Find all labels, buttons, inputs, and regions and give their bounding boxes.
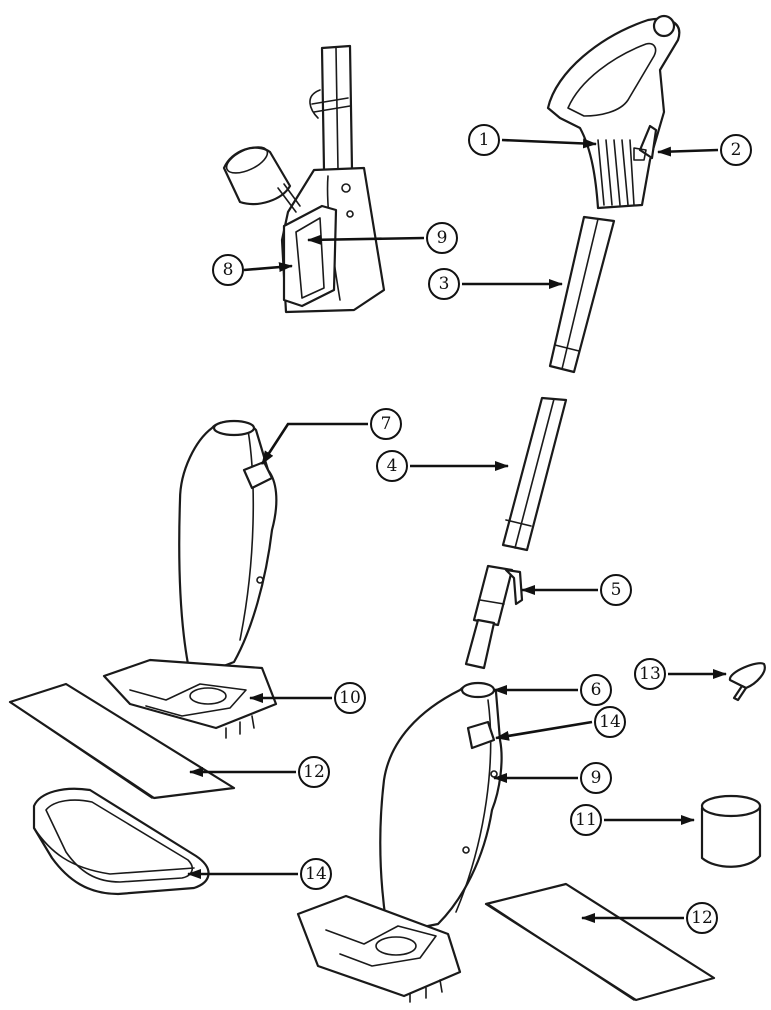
callout-8-label: 8	[223, 260, 234, 280]
callout-7: 7	[370, 408, 402, 440]
handle-grip-part	[546, 14, 681, 210]
callout-14b-label: 14	[305, 864, 327, 884]
arrow-14a	[495, 720, 593, 741]
callout-14a: 14	[594, 706, 626, 738]
water-filling-illustration	[222, 44, 386, 314]
assembled-mop-body	[102, 419, 278, 739]
callout-3: 3	[428, 268, 460, 300]
callout-5: 5	[600, 574, 632, 606]
callout-12b: 12	[686, 902, 718, 934]
callout-5-label: 5	[611, 580, 622, 600]
arrow-9a	[307, 234, 425, 245]
callout-arrows	[187, 138, 727, 923]
callout-11-label: 11	[575, 810, 597, 830]
callout-7-label: 7	[381, 414, 392, 434]
callout-9a: 9	[426, 222, 458, 254]
callout-8: 8	[212, 254, 244, 286]
funnel-part	[728, 662, 766, 702]
callout-9b-label: 9	[591, 768, 602, 788]
callout-6: 6	[580, 674, 612, 706]
callout-badges: 1 2 3 4 5 6 7 8 9 9 10 11 12 12 13 14 14	[212, 124, 752, 934]
callout-12b-label: 12	[691, 908, 713, 928]
connector-part	[464, 564, 524, 670]
callout-4: 4	[376, 450, 408, 482]
callout-12a-label: 12	[303, 762, 325, 782]
callout-6-label: 6	[591, 680, 602, 700]
assembled-body-bottom	[296, 681, 503, 1003]
callout-12a: 12	[298, 756, 330, 788]
arrow-8	[243, 262, 293, 273]
callout-3-label: 3	[439, 274, 450, 294]
arrow-7	[260, 422, 368, 465]
measuring-cup-part	[700, 794, 762, 868]
cleaning-pad-left	[8, 682, 236, 800]
callout-14b: 14	[300, 858, 332, 890]
callout-1-label: 1	[479, 130, 490, 150]
callout-13-label: 13	[639, 664, 661, 684]
callout-10: 10	[334, 682, 366, 714]
callout-14a-label: 14	[599, 712, 621, 732]
callout-9b: 9	[580, 762, 612, 794]
callout-10-label: 10	[339, 688, 361, 708]
callout-1: 1	[468, 124, 500, 156]
arrow-1	[501, 138, 597, 149]
callout-2-label: 2	[731, 140, 742, 160]
callout-4-label: 4	[387, 456, 398, 476]
callout-11: 11	[570, 804, 602, 836]
callout-13: 13	[634, 658, 666, 690]
upper-tube-part	[548, 215, 616, 374]
callout-2: 2	[720, 134, 752, 166]
lower-tube-part	[501, 396, 568, 552]
callout-9a-label: 9	[437, 228, 448, 248]
cleaning-pad-right	[484, 882, 716, 1002]
carpet-glider-part	[32, 787, 210, 896]
arrow-2	[657, 146, 719, 157]
